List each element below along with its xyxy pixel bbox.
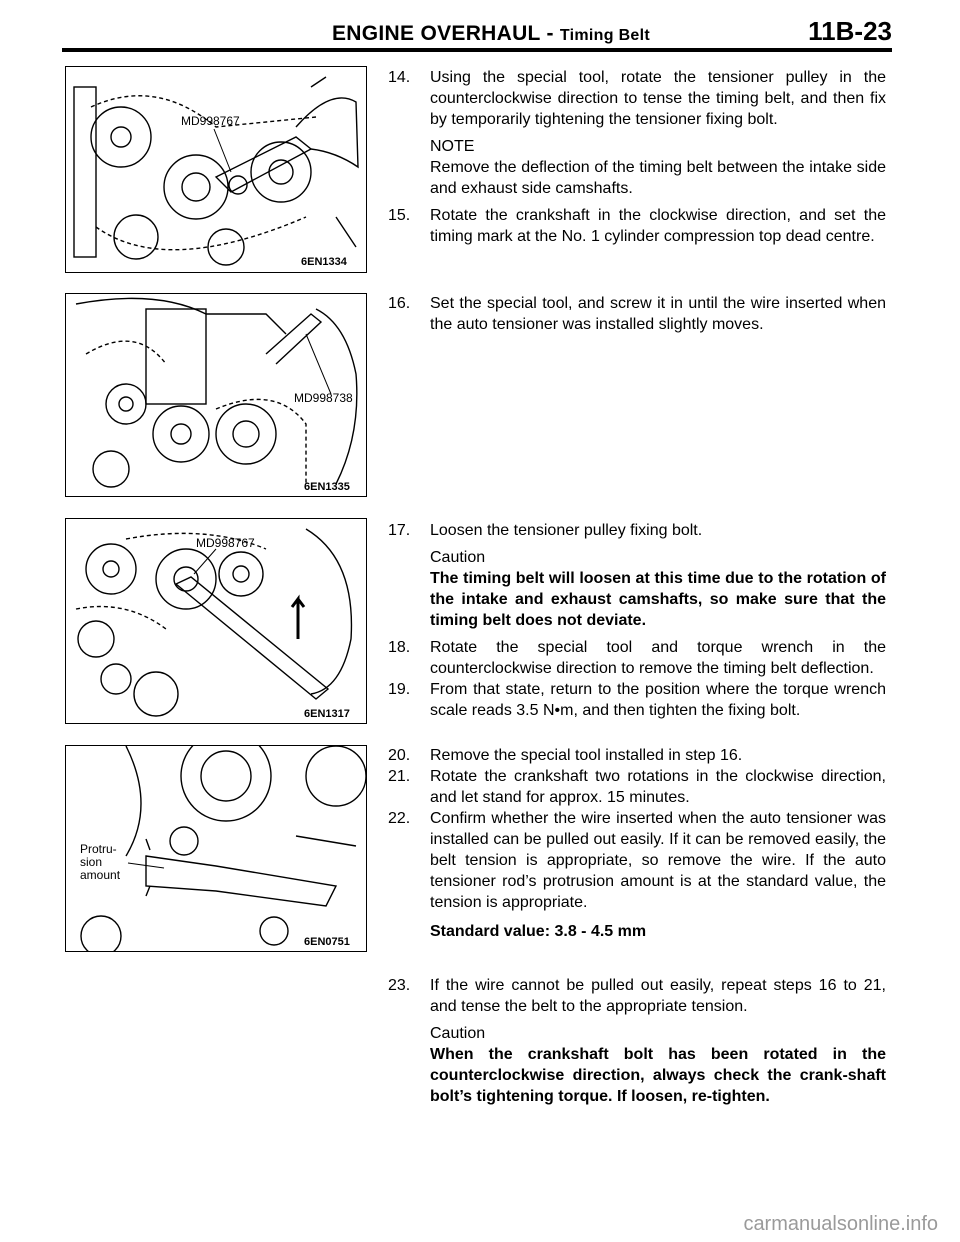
figure-2-code: 6EN1335	[304, 481, 350, 493]
step-number: 23.	[388, 977, 411, 994]
step-number: 19.	[388, 681, 411, 698]
tensioner-pulley-illustration: MD998767 6EN1334	[73, 76, 359, 268]
step-23: 23. If the wire cannot be pulled out easi…	[388, 975, 886, 1017]
step-16: 16. Set the special tool, and screw it in…	[388, 293, 886, 335]
step-text: If the wire cannot be pulled out easily,…	[430, 977, 886, 1015]
figure-1-tool-label: MD998767	[181, 114, 240, 128]
step-20: 20. Remove the special tool installed in …	[388, 745, 886, 766]
step-text: Using the special tool, rotate the tensi…	[430, 69, 886, 128]
step-text: Loosen the tensioner pulley fixing bolt.	[430, 522, 703, 539]
figure-1-code: 6EN1334	[301, 256, 348, 268]
torque-wrench-illustration: MD998767 6EN1317	[75, 528, 353, 720]
page-title: ENGINE OVERHAUL - Timing Belt	[332, 22, 650, 46]
header-rule	[62, 48, 892, 52]
caution-heading: Caution	[430, 549, 486, 566]
figure-tensioner-pulley: MD998767 6EN1334	[65, 66, 367, 273]
title-separator: -	[540, 22, 560, 45]
note-heading: NOTE	[430, 138, 475, 155]
caution-text: The timing belt will loosen at this time…	[430, 570, 886, 629]
section-title: ENGINE OVERHAUL	[332, 22, 541, 45]
figure-4-label-line-2: sion	[80, 855, 102, 869]
step-number: 20.	[388, 747, 411, 764]
step-text: From that state, return to the position …	[430, 681, 886, 719]
text-block-5: 23. If the wire cannot be pulled out easi…	[388, 975, 886, 1107]
protrusion-illustration: Protru- sion amount 6EN0751	[80, 746, 366, 951]
watermark: carmanualsonline.info	[743, 1213, 938, 1235]
figure-protrusion-amount: Protru- sion amount 6EN0751	[65, 745, 367, 952]
subsection-title: Timing Belt	[559, 27, 650, 44]
figure-4-code: 6EN0751	[304, 936, 350, 948]
step-text: Set the special tool, and screw it in un…	[430, 295, 886, 333]
text-block-3: 17. Loosen the tensioner pulley fixing bo…	[388, 520, 886, 721]
standard-value: Standard value: 3.8 - 4.5 mm	[430, 923, 647, 940]
step-19: 19. From that state, return to the positi…	[388, 679, 886, 721]
text-block-4: 20. Remove the special tool installed in …	[388, 745, 886, 942]
page-number: 11B-23	[808, 16, 892, 46]
step-number: 16.	[388, 295, 411, 312]
figure-3-tool-label: MD998767	[196, 536, 255, 550]
step-15: 15. Rotate the crankshaft in the clockwis…	[388, 205, 886, 247]
text-block-2: 16. Set the special tool, and screw it in…	[388, 293, 886, 335]
figure-torque-wrench: MD998767 6EN1317	[65, 518, 367, 724]
figure-3-code: 6EN1317	[304, 708, 350, 720]
figure-2-tool-label: MD998738	[294, 391, 353, 405]
step-text: Rotate the special tool and torque wrenc…	[430, 639, 886, 677]
wire-tool-illustration: MD998738 6EN1335	[75, 297, 358, 493]
step-number: 14.	[388, 69, 411, 86]
step-14: 14. Using the special tool, rotate the te…	[388, 67, 886, 130]
step-18: 18. Rotate the special tool and torque wr…	[388, 637, 886, 679]
step-number: 21.	[388, 768, 411, 785]
figure-4-label-line-3: amount	[80, 868, 121, 882]
figure-wire-tool: MD998738 6EN1335	[65, 293, 367, 497]
step-number: 18.	[388, 639, 411, 656]
step-17: 17. Loosen the tensioner pulley fixing bo…	[388, 520, 886, 541]
page-header: ENGINE OVERHAUL - Timing Belt 11B-23	[62, 14, 892, 52]
step-text: Remove the special tool installed in ste…	[430, 747, 743, 764]
step-text: Rotate the crankshaft two rotations in t…	[430, 768, 886, 806]
caution-heading: Caution	[430, 1025, 486, 1042]
step-22: 22. Confirm whether the wire inserted whe…	[388, 808, 886, 913]
step-number: 22.	[388, 810, 411, 827]
step-number: 15.	[388, 207, 411, 224]
step-text: Confirm whether the wire inserted when t…	[430, 810, 886, 911]
step-text: Rotate the crankshaft in the clockwise d…	[430, 207, 886, 245]
step-21: 21. Rotate the crankshaft two rotations i…	[388, 766, 886, 808]
text-block-1: 14. Using the special tool, rotate the te…	[388, 67, 886, 247]
figure-4-label-line-1: Protru-	[80, 842, 117, 856]
step-number: 17.	[388, 522, 411, 539]
note-text: Remove the deflection of the timing belt…	[430, 159, 886, 197]
caution-text: When the crankshaft bolt has been rotate…	[430, 1046, 886, 1105]
